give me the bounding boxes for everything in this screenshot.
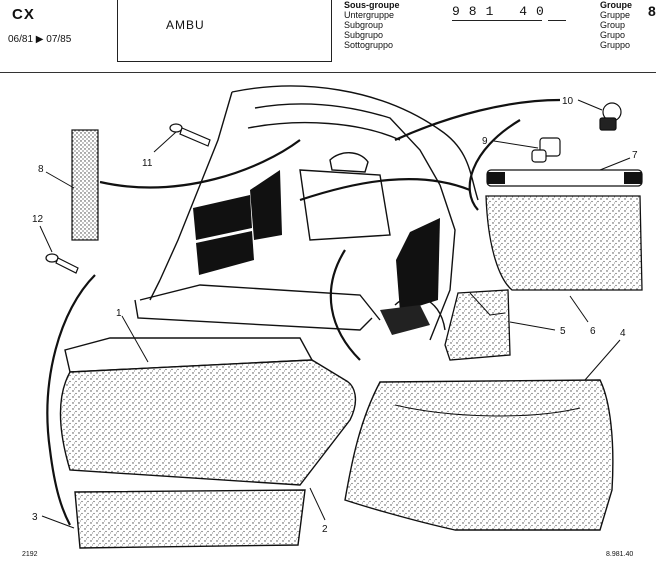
hatch-pillar-left [159, 91, 233, 281]
callout-4: 4 [620, 328, 626, 339]
part-4-mat [344, 379, 614, 531]
part-2-liner-body [59, 359, 357, 486]
pointer-arcs [46, 98, 561, 526]
callout-12: 12 [32, 214, 44, 225]
part-5-block [444, 289, 511, 361]
right-pillar [429, 184, 456, 341]
part-6-panel [485, 195, 643, 291]
callout-5: 5 [560, 326, 566, 337]
leader-6 [569, 295, 589, 323]
part-9-clip [531, 137, 561, 163]
rear-window-frame [254, 103, 441, 186]
leader-9 [493, 140, 539, 149]
right-side-trim [396, 218, 440, 312]
right-sill-trim [380, 305, 430, 335]
arc-right-long [329, 249, 361, 361]
leader-3 [41, 515, 75, 529]
subgroup-label: Subgroup [344, 20, 384, 30]
callout-6: 6 [590, 326, 596, 337]
leader-lines [39, 99, 631, 529]
headrest [329, 152, 369, 173]
subgroup-labels: Sous-groupe Untergruppe Subgroup Subgrup… [344, 0, 400, 50]
header-rule [0, 72, 656, 73]
seat-back [299, 169, 391, 241]
footer-right: 8.981.40 [606, 551, 633, 558]
group-label: Group [600, 20, 626, 30]
part-3-liner-tray [74, 489, 306, 549]
left-side-trim-upper [193, 195, 252, 240]
section-title: AMBU [166, 18, 205, 32]
code-underline [452, 20, 542, 21]
left-side-trim-lower [196, 231, 254, 275]
arc-right-down [468, 119, 521, 211]
group-label: Gruppo [600, 40, 631, 50]
code-blank [548, 20, 566, 21]
title-box [117, 0, 332, 62]
leader-4 [584, 339, 621, 381]
bumper [134, 299, 373, 331]
footer-left: 2192 [22, 551, 38, 558]
leader-5 [509, 321, 556, 331]
callout-11: 11 [142, 158, 153, 169]
subgroup-code: 981 40 [452, 4, 553, 19]
group-label: Groupe [600, 0, 633, 10]
callout-2: 2 [322, 524, 328, 535]
arc-top-right [394, 98, 561, 142]
callout-9: 9 [482, 136, 488, 147]
subgroup-label: Untergruppe [344, 10, 395, 20]
part-12-screw [45, 253, 79, 274]
leader-11 [153, 131, 177, 153]
callout-7: 7 [632, 150, 638, 161]
floor-front-edge [139, 284, 381, 321]
group-labels: Groupe Gruppe Group Grupo Gruppo [600, 0, 632, 50]
leader-2 [309, 487, 326, 521]
inner-roof-curve [247, 121, 401, 141]
arc-top [99, 139, 301, 189]
group-label: Grupo [600, 30, 626, 40]
callout-8: 8 [38, 164, 44, 175]
arc-left-large [46, 274, 96, 526]
part-10-clip [599, 102, 622, 131]
car-body-outline [134, 85, 479, 341]
leader-1 [121, 315, 149, 363]
leader-10 [577, 99, 603, 111]
part-8-strip [71, 129, 99, 241]
group-label: Gruppe [600, 10, 631, 20]
group-number-edge: 8 [648, 3, 656, 19]
callout-10: 10 [562, 96, 574, 107]
subgroup-label: Sottogruppo [344, 40, 394, 50]
leader-8 [45, 171, 75, 189]
subgroup-label: Sous-groupe [344, 0, 400, 10]
roof-line [231, 85, 479, 201]
part-7-strip [486, 169, 643, 187]
floor-side-left [149, 279, 161, 301]
leader-12 [39, 225, 53, 253]
leader-7 [599, 157, 631, 171]
production-dates: 06/81 ▶ 07/85 [8, 34, 72, 45]
part-11-screw [169, 123, 211, 147]
callout-1: 1 [116, 308, 122, 319]
callout-3: 3 [32, 512, 38, 523]
part-1-liner-rim [64, 337, 314, 373]
model-name: CX [12, 6, 35, 23]
left-pillar-trim [250, 170, 282, 240]
arc-center [299, 178, 471, 202]
subgroup-label: Subgrupo [344, 30, 384, 40]
